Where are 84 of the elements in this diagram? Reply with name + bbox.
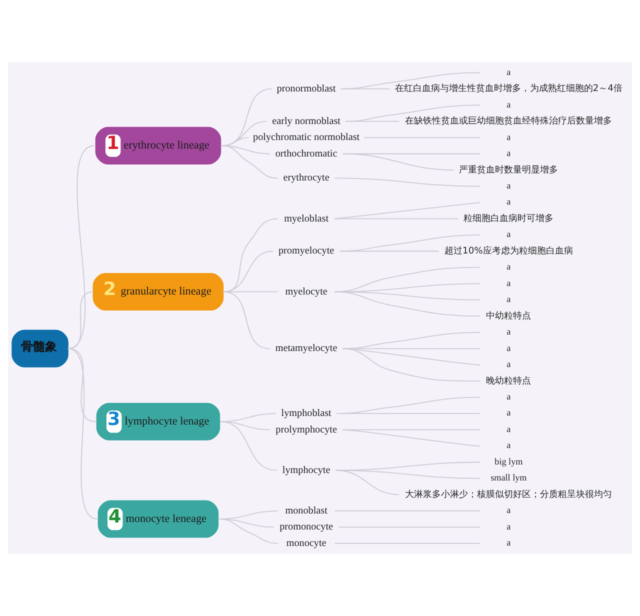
node-text: 大淋浆多小淋少；核膜似切好区；分质粗呈块很均匀 [405,490,612,500]
node-text: lymphoblast [281,408,332,420]
node-text: pronormoblast [276,83,336,94]
connector [340,88,390,90]
connector [223,218,278,292]
connector [219,518,278,544]
connector [342,153,454,171]
node-text: myelocyte [285,286,328,298]
node-text: early normoblast [272,116,340,127]
connector [68,348,98,520]
connector [336,470,400,496]
node-text: a [506,148,511,158]
connector [334,202,480,220]
connector [364,137,480,138]
node-text: a [506,99,511,110]
connector [334,542,480,544]
node-text: a [506,392,511,402]
node-text: a [506,326,511,337]
connector [336,396,480,414]
node-text: 在红白血病与增生性贫血时增多，为成熟红细胞的2～4倍 [394,84,622,94]
connector [334,178,480,187]
node-text: myeloblast [284,213,329,224]
connector [342,429,480,446]
node-text: a [506,229,511,240]
node-text: 晚幼粒特点 [486,376,532,386]
node-text: 严重贫血时数量明显增多 [459,165,558,176]
connector [334,218,458,220]
node-box: 1 erythrocyte lineage [95,126,222,164]
connector [222,145,278,179]
connector [222,88,272,146]
node-text: a [506,342,511,353]
node-text: monocyte [286,538,326,549]
node-text: big lym [494,456,523,466]
node-text: a [506,294,511,304]
node-text: a [506,408,511,418]
connector [223,250,273,292]
node-box: 骨髓象 [12,330,68,368]
connector [346,104,480,122]
node-text: monoblast [285,505,328,516]
connector [346,120,400,122]
node-text: a [506,440,511,450]
connector [220,421,277,471]
node-box: 4 monocyte leneage [98,500,219,538]
node-text: a [506,359,511,370]
node-text: a [506,132,511,142]
connector [336,413,480,414]
node-text: 在缺铁性贫血或巨幼细胞贫血经特殊治疗后数量增多 [405,116,612,127]
node-text: 中幼粒特点 [486,311,532,322]
connector [338,526,480,528]
node-box: 2 granularcyte lineage [92,273,224,311]
node-text: a [506,505,511,516]
node-text: a [506,424,511,434]
node-text: a [506,262,511,272]
node-text: small lym [490,472,527,483]
node-box: 3 lymphocyte lenage [96,402,220,440]
connector [222,120,267,146]
node-text: lymphocyte [282,464,330,476]
connector [334,510,480,512]
node-text: a [506,196,511,207]
connector [340,250,439,252]
connector [223,291,270,350]
node-text: promonocyte [280,522,334,533]
connector [340,72,480,90]
node-text: prolymphocyte [276,424,337,436]
connector [68,348,96,422]
node-text: a [506,521,511,532]
node-text: a [506,66,511,77]
connector [334,266,480,292]
connector [222,137,248,146]
node-text: polychromatic normoblast [253,132,360,144]
node-text: a [506,180,511,190]
node-text: a [506,278,511,288]
connector [340,234,480,252]
node-text: promyelocyte [278,246,334,257]
connector [220,421,270,430]
node-text: 超过10%应考虑为粒细胞白血病 [444,246,573,256]
node-text: orthochromatic [275,148,338,160]
node-text: a [506,538,511,548]
connector [342,429,480,430]
node-text: metamyelocyte [275,343,338,354]
connector [68,145,94,350]
node-text: 粒细胞白血病时可增多 [464,214,554,224]
node-text: erythrocyte [283,172,330,184]
connector [342,348,480,382]
